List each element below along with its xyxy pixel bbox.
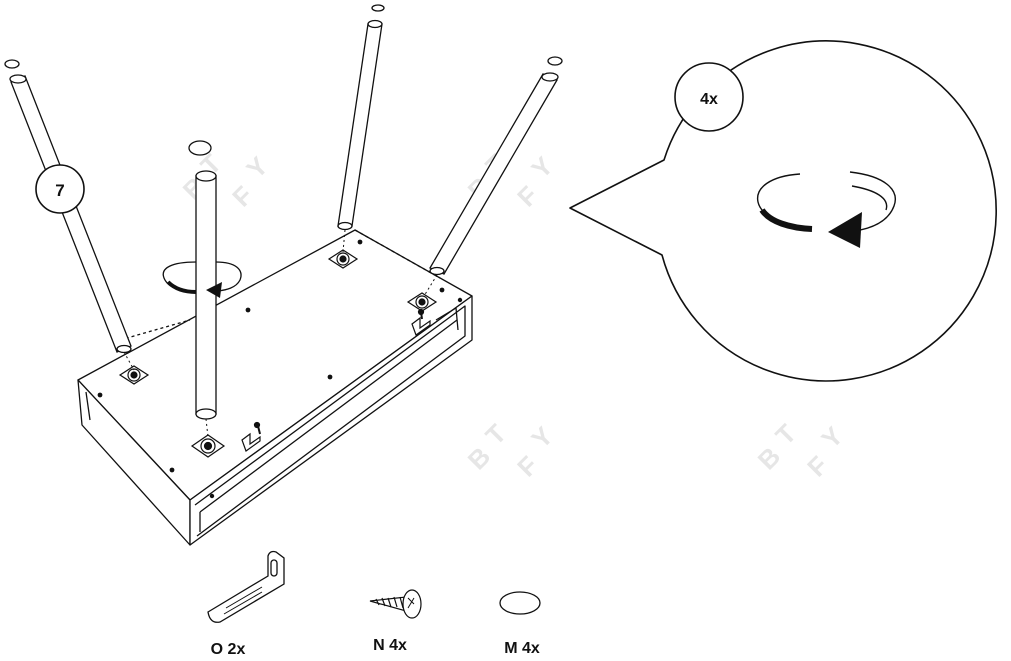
table-body [77, 229, 473, 546]
part-n: N 4x [369, 589, 422, 654]
table-leg [188, 140, 217, 420]
hole [357, 239, 363, 245]
mounting-plate [190, 434, 226, 458]
hole [457, 297, 463, 303]
svg-text:F: F [226, 180, 258, 212]
table-leg [429, 56, 563, 276]
installed-brackets [241, 308, 431, 452]
hole [439, 287, 445, 293]
hole [327, 374, 333, 380]
hole [169, 467, 175, 473]
l-bracket-icon [207, 550, 285, 623]
legs [4, 4, 563, 420]
mounting-plate [406, 292, 438, 312]
detail-callout: 4x [569, 40, 997, 382]
svg-text:B: B [462, 441, 496, 475]
watermark-mark: B T F Y [462, 418, 559, 482]
watermark-mark: B T F Y [177, 148, 274, 212]
table-leg [337, 4, 385, 231]
part-n-label: N 4x [373, 637, 407, 654]
part-m: M 4x [499, 591, 541, 657]
svg-text:Y: Y [815, 421, 848, 454]
svg-text:F: F [801, 450, 833, 482]
part-o-label: O 2x [211, 641, 246, 658]
screw-icon [369, 589, 422, 619]
callout-bubble [569, 40, 997, 382]
hole [209, 493, 215, 499]
felt-pad-icon [499, 591, 541, 615]
svg-text:F: F [511, 180, 543, 212]
felt-pad-icon [188, 140, 212, 156]
step-number-badge: 7 [35, 164, 85, 214]
parts-list: O 2x N 4x M 4x [207, 550, 541, 658]
guide-line [354, 229, 441, 279]
quantity-label: 4x [700, 91, 718, 108]
svg-text:B: B [752, 441, 786, 475]
part-m-label: M 4x [504, 640, 540, 657]
apron-inner-edge [194, 305, 466, 537]
screw-icon [417, 308, 425, 316]
pilot-holes [97, 239, 463, 499]
svg-text:Y: Y [525, 151, 558, 184]
l-bracket-icon [411, 316, 431, 336]
mounting-plate [118, 365, 150, 385]
svg-text:F: F [511, 450, 543, 482]
hole [245, 307, 251, 313]
svg-text:T: T [769, 418, 802, 451]
table-side-face [189, 295, 473, 546]
rotate-clockwise-icon [757, 171, 896, 248]
svg-text:T: T [479, 418, 512, 451]
svg-text:Y: Y [525, 421, 558, 454]
alignment-guides [123, 229, 438, 438]
part-o: O 2x [207, 550, 285, 658]
hole [97, 392, 103, 398]
felt-pad-icon [4, 59, 20, 69]
felt-pad-icon [547, 56, 563, 66]
table-leg [4, 59, 132, 354]
apron-inner-edge [435, 307, 459, 331]
guide-line [119, 319, 191, 341]
watermark-mark: B T F Y [752, 418, 849, 482]
apron-inner-edge [199, 319, 458, 513]
rotate-arrow-icon [162, 261, 242, 298]
svg-text:Y: Y [240, 151, 273, 184]
l-bracket-icon [241, 432, 261, 452]
screw-icon [253, 421, 261, 429]
step-number: 7 [55, 181, 64, 200]
edge-line [85, 391, 91, 421]
mounting-plates [118, 249, 438, 458]
mounting-plate [327, 249, 359, 269]
felt-pad-icon [371, 4, 385, 12]
quantity-badge [674, 62, 744, 132]
